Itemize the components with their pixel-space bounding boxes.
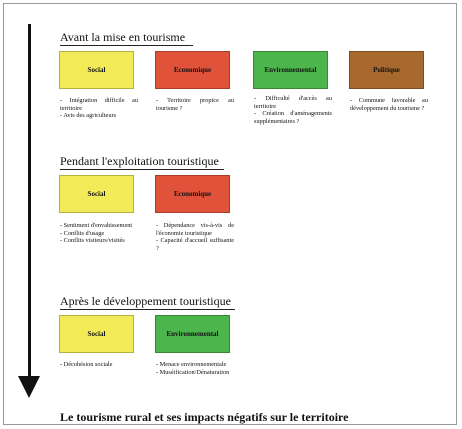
box-social-avant: Social bbox=[59, 51, 134, 89]
list-item: - Conflits visiteurs/visités bbox=[60, 237, 125, 245]
list-item: - Menace environnementale bbox=[156, 361, 227, 368]
figure-caption: Le tourisme rural et ses impacts négatif… bbox=[60, 410, 349, 424]
list-item: - Commune favorable au développement du … bbox=[350, 97, 428, 112]
box-economique-avant: Economique bbox=[155, 51, 230, 89]
section-title-pendant: Pendant l'exploitation touristique bbox=[60, 154, 219, 168]
list-item: - Dépendance vis-à-vis de l'économie tou… bbox=[156, 222, 234, 237]
timeline-arrow-shaft bbox=[28, 24, 31, 379]
box-label: Social bbox=[87, 190, 106, 198]
items-social-avant: - Intégration difficile au territoire - … bbox=[60, 97, 138, 120]
section-underline-avant bbox=[60, 45, 193, 46]
box-social-pendant: Social bbox=[59, 175, 134, 213]
box-label: Politique bbox=[373, 66, 400, 74]
box-environnemental-apres: Environnemental bbox=[155, 315, 230, 353]
items-social-pendant: - Sentiment d'envahissement - Conflits d… bbox=[60, 222, 138, 245]
section-title-apres: Après le développement touristique bbox=[60, 294, 231, 308]
box-economique-pendant: Economique bbox=[155, 175, 230, 213]
box-label: Environnemental bbox=[264, 66, 317, 74]
list-item: - Décohésion sociale bbox=[60, 361, 113, 368]
items-politique-avant: - Commune favorable au développement du … bbox=[350, 97, 428, 112]
list-item: - Territoire propice au tourisme ? bbox=[156, 97, 234, 112]
box-politique-avant: Politique bbox=[349, 51, 424, 89]
items-economique-avant: - Territoire propice au tourisme ? bbox=[156, 97, 234, 112]
items-environnemental-apres: - Menace environnementale - Muséificatio… bbox=[156, 361, 234, 376]
list-item: - Avis des agriculteurs bbox=[60, 112, 117, 120]
list-item: - Conflits d'usage bbox=[60, 229, 105, 237]
list-item: - Capacité d'accueil suffisante ? bbox=[156, 237, 234, 252]
list-item: - Intégration difficile au territoire bbox=[60, 97, 138, 112]
box-environnemental-avant: Environnemental bbox=[253, 51, 328, 89]
list-item: - Difficulté d'accès au territoire bbox=[254, 95, 332, 110]
box-label: Economique bbox=[173, 190, 212, 198]
list-item: - Muséification/Dénaturation bbox=[156, 368, 230, 376]
items-environnemental-avant: - Difficulté d'accès au territoire - Cré… bbox=[254, 95, 332, 125]
section-title-avant: Avant la mise en tourisme bbox=[60, 30, 186, 44]
box-social-apres: Social bbox=[59, 315, 134, 353]
section-underline-apres bbox=[60, 309, 235, 310]
section-underline-pendant bbox=[60, 169, 224, 170]
list-item: - Sentiment d'envahissement bbox=[60, 222, 133, 229]
box-label: Social bbox=[87, 66, 106, 74]
box-label: Environnemental bbox=[166, 330, 219, 338]
list-item: - Création d'aménagements supplémentaire… bbox=[254, 110, 332, 125]
box-label: Social bbox=[87, 330, 106, 338]
box-label: Economique bbox=[173, 66, 212, 74]
items-economique-pendant: - Dépendance vis-à-vis de l'économie tou… bbox=[156, 222, 234, 252]
figure-frame bbox=[3, 3, 457, 425]
timeline-arrow-head bbox=[18, 376, 40, 398]
items-social-apres: - Décohésion sociale bbox=[60, 361, 138, 369]
